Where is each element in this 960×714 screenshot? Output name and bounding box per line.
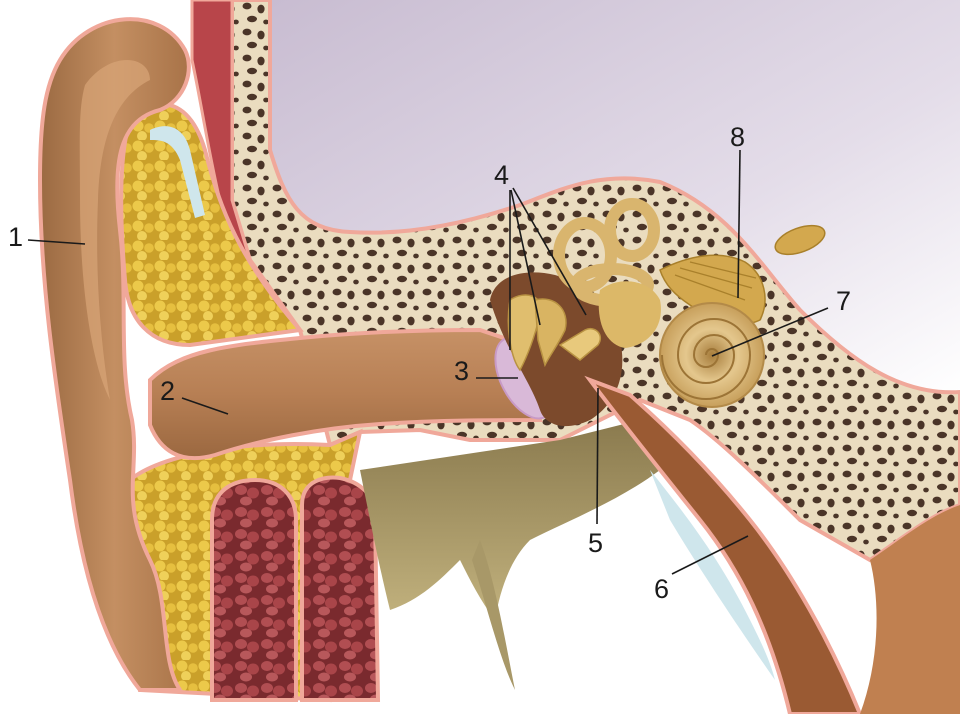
vestibule: [598, 281, 661, 348]
leader-line-4b: [510, 189, 541, 326]
leader-line-1: [27, 239, 86, 245]
auricle-fold: [79, 60, 150, 400]
label-3: 3: [454, 356, 469, 386]
leader-line-5: [596, 387, 599, 525]
leader-line-8: [737, 149, 741, 299]
leader-line-6: [671, 535, 749, 575]
label-7: 7: [836, 286, 851, 316]
label-6: 6: [654, 574, 669, 604]
incus: [534, 298, 567, 368]
neck-skin-region: [860, 505, 960, 714]
auricle-shape: [37, 17, 191, 692]
label-1: 1: [8, 222, 23, 252]
ear-canal-region: [148, 327, 543, 461]
leader-line-4c: [512, 187, 587, 316]
leader-line-2: [181, 397, 229, 415]
lower-muscle-column-a: [210, 477, 298, 702]
label-8: 8: [730, 122, 745, 152]
lower-soft-tissue: [360, 420, 660, 620]
upper-cartilage-strip: [150, 126, 205, 218]
lower-muscle-column-b: [300, 475, 381, 702]
eustachian-cartilage: [650, 470, 775, 680]
label-2: 2: [160, 376, 175, 406]
styloid-process: [472, 540, 515, 690]
label-4: 4: [494, 160, 509, 190]
upper-fat-pad: [119, 102, 304, 348]
stapes: [558, 328, 602, 361]
semicircular-canals: [553, 198, 660, 307]
label-5: 5: [588, 528, 603, 558]
cochlea-spiral: [661, 318, 752, 400]
leader-line-7: [711, 307, 829, 357]
nerve-fragment: [774, 224, 826, 256]
